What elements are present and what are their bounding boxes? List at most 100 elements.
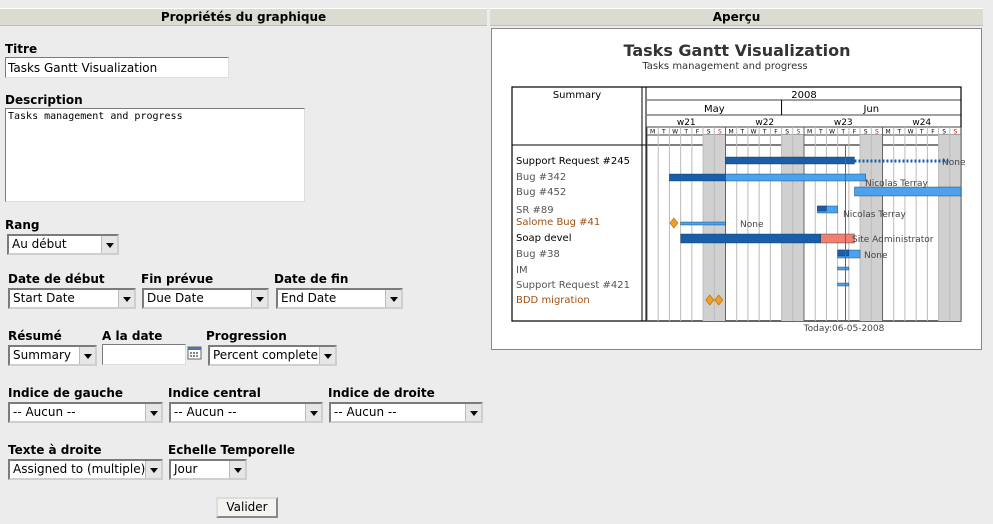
task-label: Support Request #421 xyxy=(516,280,630,291)
end-date-label: Date de fin xyxy=(274,272,349,286)
day-label: S xyxy=(875,129,879,136)
right-text-select[interactable]: Assigned to (multiple) xyxy=(8,459,163,480)
rank-select[interactable]: Au début xyxy=(7,234,119,255)
week-label: w22 xyxy=(755,118,774,128)
summary-header: Summary xyxy=(553,90,601,101)
milestone-diamond xyxy=(669,217,679,229)
task-bar xyxy=(669,173,726,182)
description-label: Description xyxy=(5,93,83,107)
weekend-column xyxy=(792,135,804,321)
day-label: W xyxy=(751,129,757,136)
progress-label: Progression xyxy=(206,329,287,343)
day-label: T xyxy=(683,129,688,136)
rank-label: Rang xyxy=(5,218,40,232)
day-label: F xyxy=(774,129,778,136)
gantt-title: Tasks Gantt Visualization xyxy=(624,41,851,60)
chevron-down-icon xyxy=(145,461,161,478)
end-date-select[interactable]: End Date xyxy=(276,288,403,309)
calendar-icon[interactable] xyxy=(187,345,203,360)
bar-label: Nicolas Terray xyxy=(865,179,929,189)
day-label: T xyxy=(818,129,823,136)
bar-label: Nicolas Terray xyxy=(843,210,907,220)
task-bar xyxy=(817,205,827,212)
chevron-down-icon xyxy=(145,404,161,421)
day-label: F xyxy=(931,129,935,136)
at-date-label: A la date xyxy=(102,329,163,343)
day-label: T xyxy=(919,129,924,136)
day-label: W xyxy=(672,129,678,136)
bar-label: Site Administrator xyxy=(852,235,934,245)
planned-end-label: Fin prévue xyxy=(141,272,214,286)
gantt-preview: Tasks Gantt Visualization Tasks manageme… xyxy=(491,28,982,350)
center-index-select-value: -- Aucun -- xyxy=(174,405,237,419)
center-index-select[interactable]: -- Aucun -- xyxy=(169,402,323,423)
bar-label: None xyxy=(864,251,888,261)
task-label: Bug #452 xyxy=(516,187,566,198)
chevron-down-icon xyxy=(251,290,267,307)
left-index-label: Indice de gauche xyxy=(8,386,124,400)
submit-button[interactable]: Valider xyxy=(216,497,278,518)
day-label: T xyxy=(840,129,845,136)
week-label: w23 xyxy=(834,118,853,128)
progress-select[interactable]: Percent complete xyxy=(208,345,337,366)
properties-header: Propriétés du graphique xyxy=(0,8,487,26)
right-index-select[interactable]: -- Aucun -- xyxy=(329,402,483,423)
task-label: Bug #342 xyxy=(516,172,566,183)
chevron-down-icon xyxy=(465,404,481,421)
week-label: w21 xyxy=(677,118,696,128)
day-label: S xyxy=(796,129,800,136)
day-label: T xyxy=(739,129,744,136)
task-bar xyxy=(725,173,866,182)
task-label: Salome Bug #41 xyxy=(516,217,600,228)
task-bar xyxy=(820,233,855,244)
left-index-select[interactable]: -- Aucun -- xyxy=(8,402,163,423)
weekend-column xyxy=(938,135,950,321)
preview-header: Aperçu xyxy=(490,8,983,26)
task-label: IM xyxy=(516,265,528,276)
end-date-select-value: End Date xyxy=(281,291,337,305)
summary-select[interactable]: Summary xyxy=(8,345,97,366)
task-bar xyxy=(725,156,855,165)
chevron-down-icon xyxy=(118,290,134,307)
start-date-select[interactable]: Start Date xyxy=(8,288,136,309)
right-text-label: Texte à droite xyxy=(8,443,102,457)
at-date-input[interactable] xyxy=(102,344,186,365)
day-label: T xyxy=(896,129,901,136)
start-date-select-value: Start Date xyxy=(13,291,75,305)
progress-select-value: Percent complete xyxy=(213,348,319,362)
day-label: S xyxy=(785,129,789,136)
task-label: Support Request #245 xyxy=(516,156,630,167)
left-index-select-value: -- Aucun -- xyxy=(13,405,76,419)
day-label: W xyxy=(908,129,914,136)
day-label: M xyxy=(729,129,734,136)
chevron-down-icon xyxy=(229,461,245,478)
right-text-select-value: Assigned to (multiple) xyxy=(13,462,146,476)
title-input[interactable] xyxy=(5,57,229,78)
weekend-column xyxy=(781,135,793,321)
day-label: S xyxy=(718,129,722,136)
task-label: Bug #38 xyxy=(516,249,560,260)
chevron-down-icon xyxy=(305,404,321,421)
milestone-diamond xyxy=(714,294,724,306)
summary-select-value: Summary xyxy=(13,348,71,362)
task-bar xyxy=(680,221,726,226)
title-label: Titre xyxy=(5,42,38,56)
bar-label: None xyxy=(942,158,966,168)
task-label: BDD migration xyxy=(516,295,590,306)
description-textarea[interactable] xyxy=(5,108,305,202)
chevron-down-icon xyxy=(101,236,117,253)
weekend-column xyxy=(871,135,883,321)
task-bar xyxy=(854,186,962,197)
summary-label: Résumé xyxy=(8,329,62,343)
day-label: M xyxy=(807,129,812,136)
task-bar xyxy=(837,282,850,287)
rank-select-value: Au début xyxy=(12,237,67,251)
bar-label: None xyxy=(740,220,764,230)
weekend-column xyxy=(714,135,726,321)
chevron-down-icon xyxy=(319,347,335,364)
task-label: Soap devel xyxy=(516,233,571,244)
time-scale-select[interactable]: Jour xyxy=(169,459,247,480)
gantt-subtitle: Tasks management and progress xyxy=(641,61,807,72)
planned-end-select[interactable]: Due Date xyxy=(142,288,269,309)
day-label: T xyxy=(661,129,666,136)
